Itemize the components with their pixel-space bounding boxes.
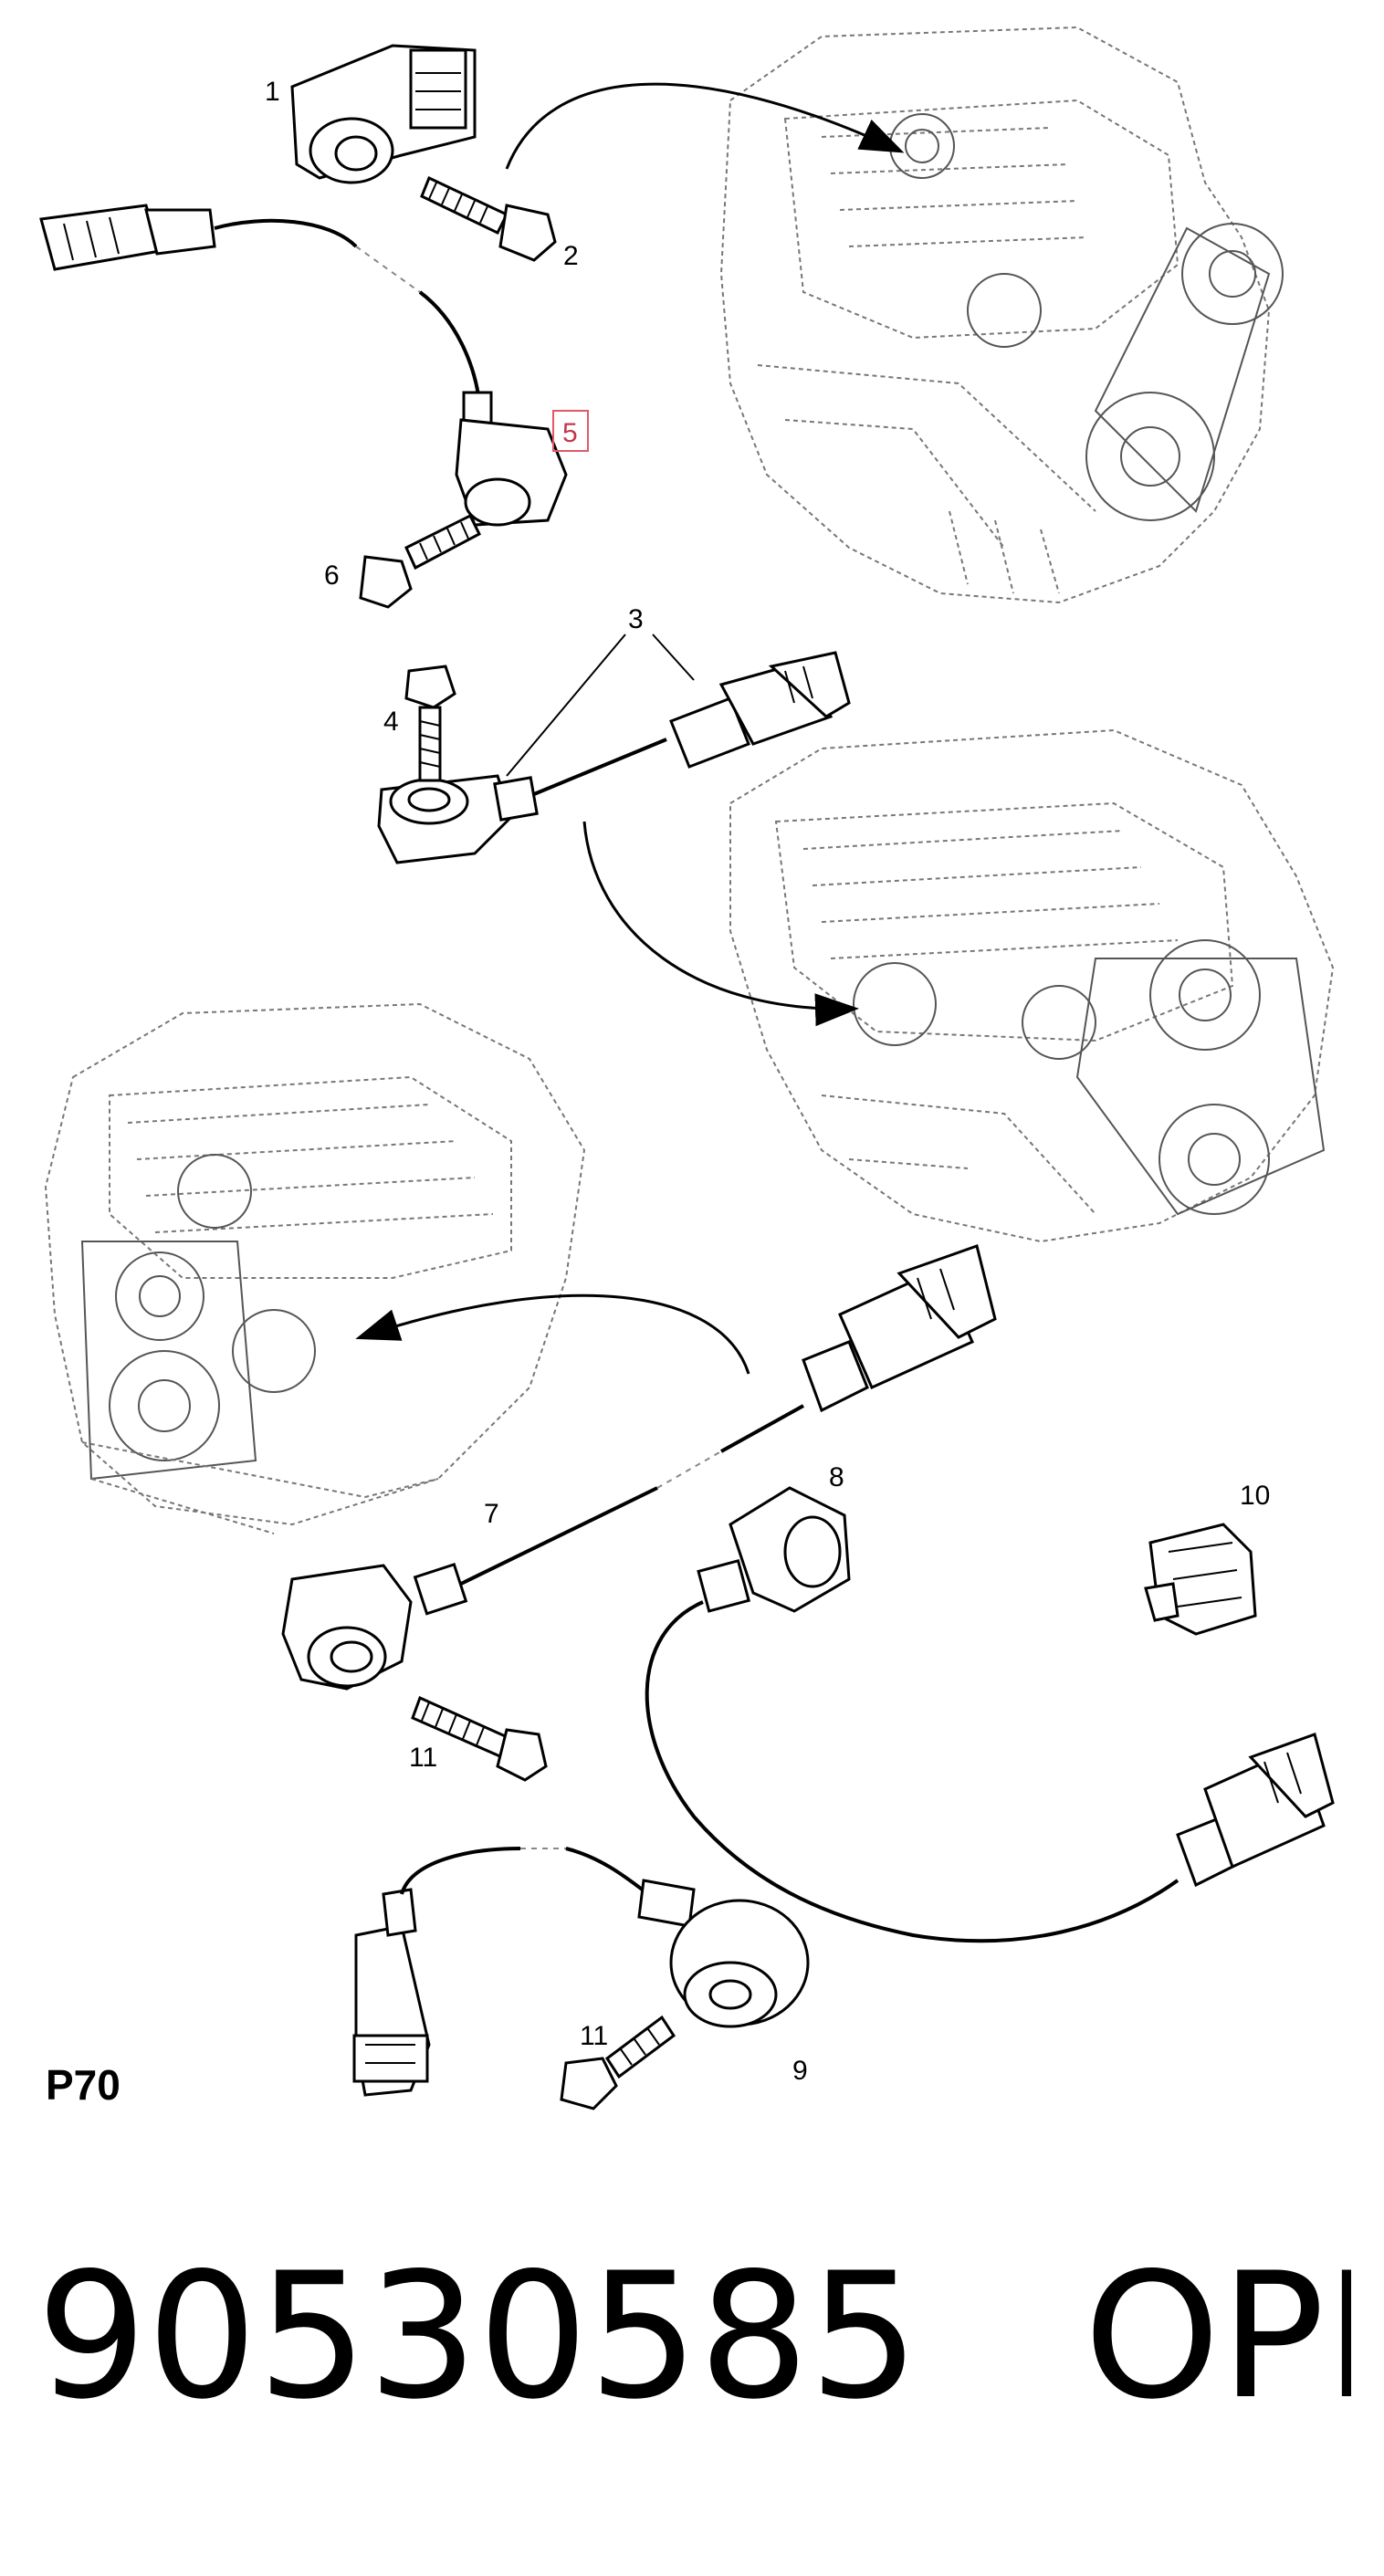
engine-illustration-left bbox=[44, 1002, 586, 1534]
bolt-4 bbox=[404, 665, 456, 782]
engine-illustration-middle bbox=[729, 728, 1335, 1243]
callout-10: 10 bbox=[1240, 1481, 1270, 1511]
part-number: 90530585 bbox=[37, 2236, 920, 2437]
clip-10 bbox=[1144, 1523, 1257, 1636]
page-label: P70 bbox=[46, 2061, 121, 2109]
callout-6: 6 bbox=[324, 560, 340, 591]
arrow-left bbox=[355, 1293, 750, 1375]
callout-11-upper: 11 bbox=[409, 1743, 437, 1773]
callout-5: 5 bbox=[562, 418, 578, 448]
arrow-top bbox=[505, 82, 905, 170]
leader-3 bbox=[506, 634, 695, 777]
bolt-11-lower bbox=[560, 2015, 676, 2110]
callout-1: 1 bbox=[265, 77, 280, 107]
footer: 90530585 OPEL bbox=[37, 2236, 1351, 2437]
arrow-middle bbox=[582, 821, 859, 1027]
knock-sensor-7 bbox=[281, 1244, 997, 1691]
callout-5-highlight bbox=[552, 410, 589, 452]
callout-4: 4 bbox=[383, 707, 399, 737]
knock-sensor-1 bbox=[290, 44, 477, 184]
knock-sensor-8 bbox=[645, 1486, 1335, 1943]
brand-name: OPEL bbox=[1084, 2236, 1351, 2437]
bolt-2 bbox=[420, 175, 557, 262]
bolt-6 bbox=[359, 513, 481, 609]
bolt-11-upper bbox=[411, 1695, 548, 1782]
engine-illustration-top bbox=[719, 26, 1284, 604]
callout-3: 3 bbox=[628, 604, 644, 634]
callout-9: 9 bbox=[792, 2056, 808, 2086]
knock-sensor-5 bbox=[39, 204, 568, 527]
knock-sensor-9 bbox=[352, 1847, 810, 2097]
callout-2: 2 bbox=[563, 241, 579, 271]
callout-7: 7 bbox=[484, 1499, 499, 1529]
callout-11-lower: 11 bbox=[580, 2021, 608, 2051]
knock-sensor-3 bbox=[377, 651, 851, 864]
callout-8: 8 bbox=[829, 1462, 844, 1492]
